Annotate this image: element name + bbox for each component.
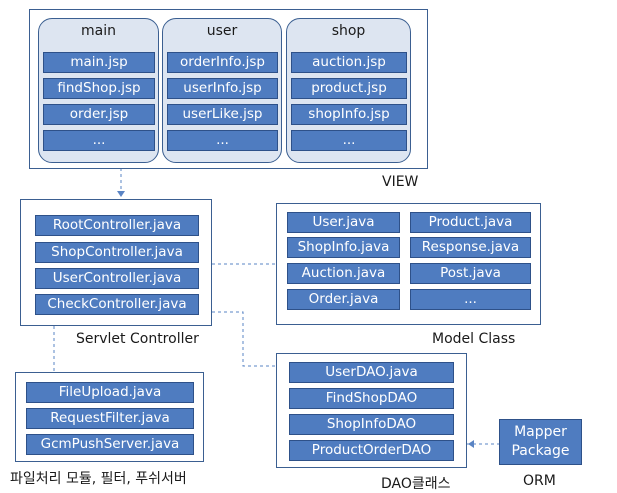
controller-to-dao-line	[212, 311, 276, 367]
controller-item: ShopController.java	[35, 242, 199, 263]
package-title: user	[206, 23, 238, 39]
dao-item: UserDAO.java	[289, 362, 454, 383]
controller-item: RootController.java	[35, 215, 199, 236]
modules-caption: 파일처리 모듈, 필터, 푸쉬서버	[10, 471, 187, 487]
view-file-item: product.jsp	[291, 78, 407, 99]
controller-container: RootController.java ShopController.java …	[20, 199, 212, 326]
view-file-item: auction.jsp	[291, 52, 407, 73]
model-item: ShopInfo.java	[287, 237, 400, 258]
model-item: Auction.java	[287, 263, 400, 284]
model-item: Order.java	[287, 289, 400, 310]
orm-caption: ORM	[523, 473, 556, 489]
mapper-label: Mapper	[514, 424, 567, 440]
model-caption: Model Class	[432, 331, 516, 347]
package-title: main	[81, 23, 116, 39]
view-caption: VIEW	[382, 174, 419, 190]
module-item: FileUpload.java	[26, 382, 194, 403]
view-file-item: findShop.jsp	[43, 78, 155, 99]
view-file-item: shopInfo.jsp	[291, 104, 407, 125]
view-file-item: main.jsp	[43, 52, 155, 73]
view-package-user: user orderInfo.jsp userInfo.jsp userLike…	[162, 18, 282, 163]
dao-item: FindShopDAO	[289, 388, 454, 409]
view-file-item: userLike.jsp	[167, 104, 278, 125]
modules-container: FileUpload.java RequestFilter.java GcmPu…	[15, 372, 204, 462]
model-item: User.java	[287, 212, 400, 233]
view-arrow-head	[117, 191, 125, 197]
view-package-shop: shop auction.jsp product.jsp shopInfo.js…	[286, 18, 411, 163]
controller-item: CheckController.java	[35, 294, 199, 315]
orm-arrow-head	[468, 440, 474, 448]
package-label: Package	[511, 443, 570, 459]
dao-container: UserDAO.java FindShopDAO ShopInfoDAO Pro…	[276, 353, 467, 468]
dao-caption: DAO클래스	[381, 476, 451, 492]
mapper-package-box: Mapper Package	[499, 419, 582, 465]
dao-item: ShopInfoDAO	[289, 414, 454, 435]
model-container: User.java ShopInfo.java Auction.java Ord…	[276, 203, 541, 325]
module-item: GcmPushServer.java	[26, 434, 194, 455]
view-file-item: ...	[167, 130, 278, 151]
model-item: Post.java	[410, 263, 531, 284]
view-package-main: main main.jsp findShop.jsp order.jsp ...	[38, 18, 159, 163]
package-title: shop	[331, 23, 366, 39]
model-item: ...	[410, 289, 531, 310]
view-container: main main.jsp findShop.jsp order.jsp ...…	[29, 9, 428, 169]
module-item: RequestFilter.java	[26, 408, 194, 429]
view-file-item: ...	[291, 130, 407, 151]
dao-item: ProductOrderDAO	[289, 440, 454, 461]
model-item: Response.java	[410, 237, 531, 258]
view-file-item: userInfo.jsp	[167, 78, 278, 99]
view-file-item: order.jsp	[43, 104, 155, 125]
view-file-item: ...	[43, 130, 155, 151]
controller-item: UserController.java	[35, 268, 199, 289]
view-file-item: orderInfo.jsp	[167, 52, 278, 73]
controller-caption: Servlet Controller	[76, 331, 199, 347]
model-item: Product.java	[410, 212, 531, 233]
